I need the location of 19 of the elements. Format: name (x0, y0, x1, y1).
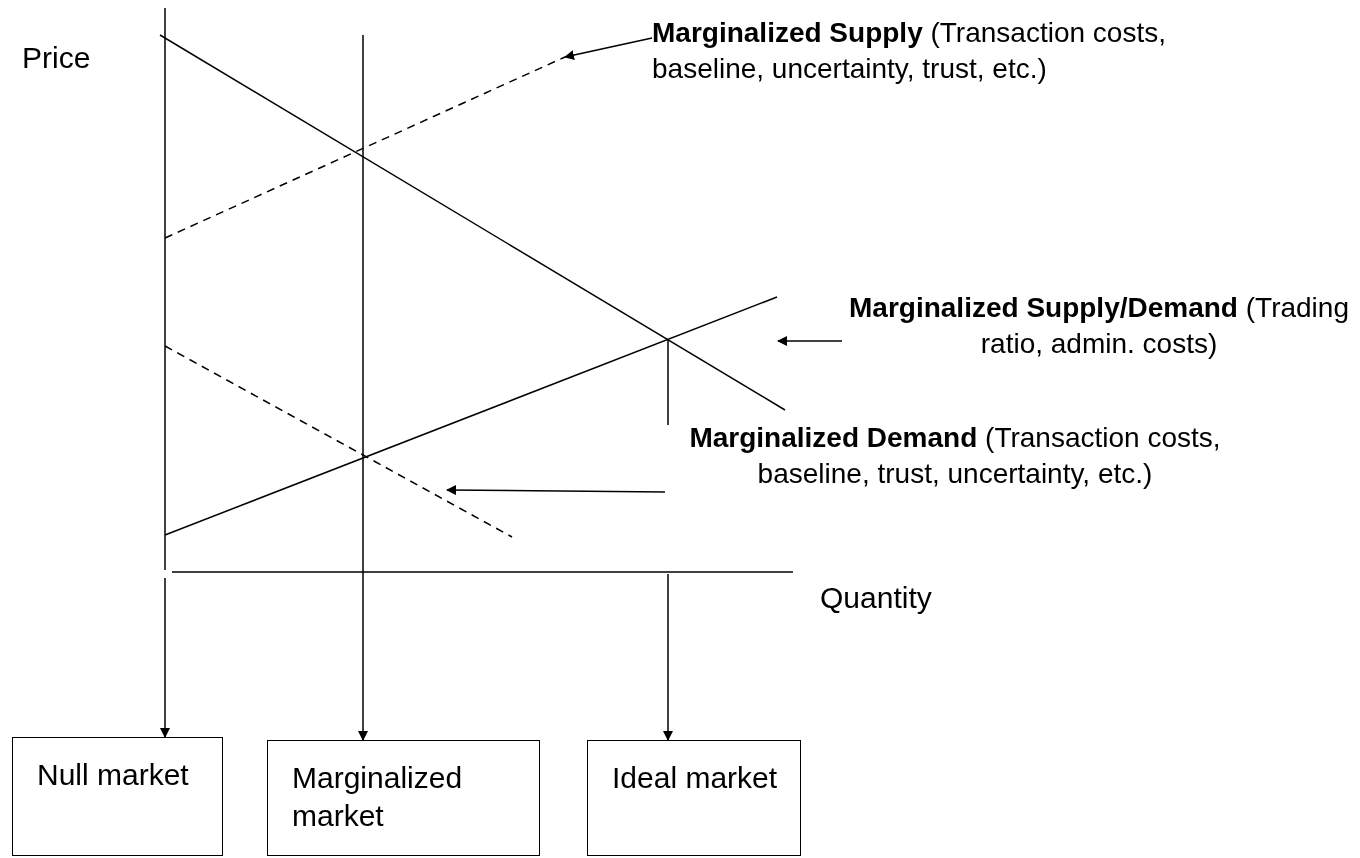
dashed-curve (164, 56, 566, 239)
box-label: Ideal market (612, 760, 779, 796)
leader-line (564, 37, 653, 60)
axis-label: Quantity (820, 580, 932, 616)
market-box (267, 740, 540, 856)
leader-line (446, 485, 666, 496)
market-box (587, 740, 801, 856)
annotation-text: Marginalized Supply (Transaction costs, baseline, uncertainty, trust, etc.) (652, 15, 1197, 87)
axis-label: Price (22, 40, 91, 76)
arrow (358, 577, 368, 741)
annotation-text: Marginalized Supply/Demand (Trading ratio, admin. costs) (842, 290, 1356, 362)
market-box (12, 737, 223, 856)
arrow (160, 577, 170, 738)
box-label: Marginalized market (292, 760, 464, 834)
leader-line (777, 336, 843, 346)
box-label: Null market (37, 757, 190, 793)
dashed-curve (164, 345, 513, 538)
arrow (663, 573, 673, 741)
annotation-text: Marginalized Demand (Transaction costs, baseline, trust, uncertainty, etc.) (665, 420, 1245, 492)
